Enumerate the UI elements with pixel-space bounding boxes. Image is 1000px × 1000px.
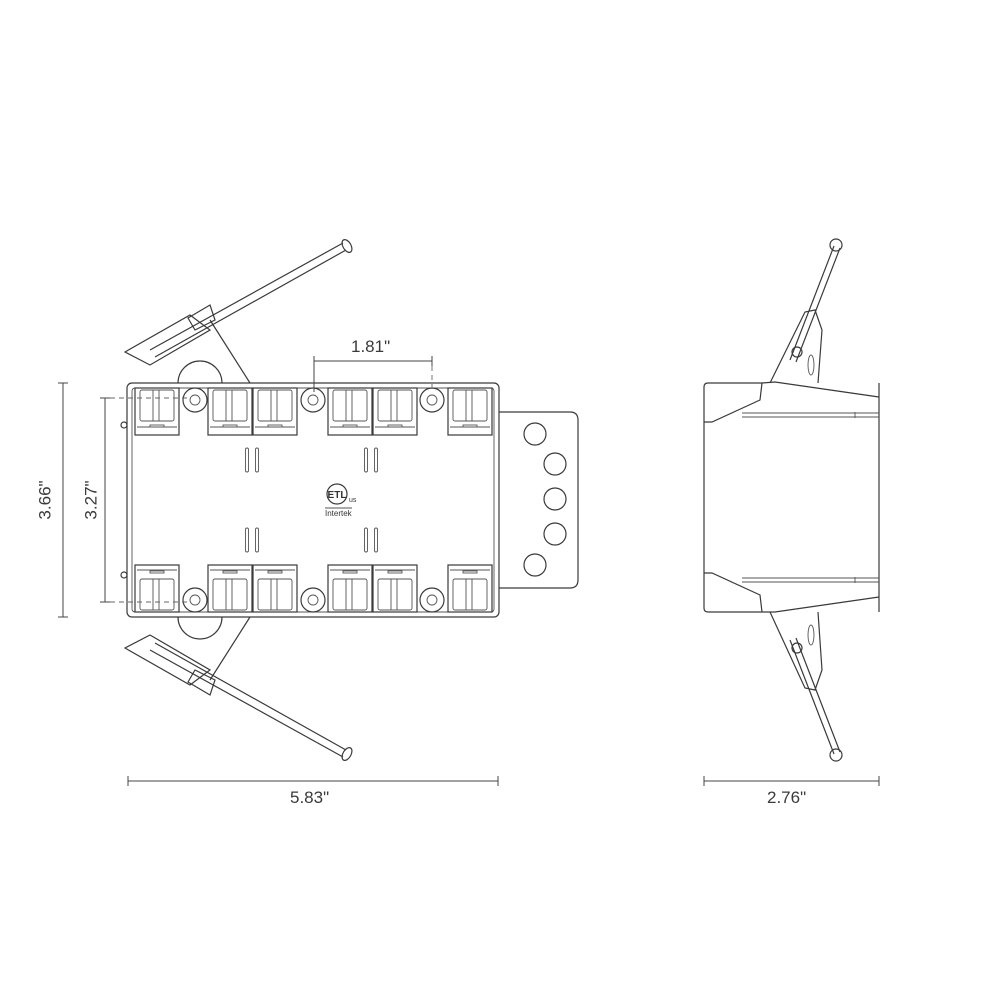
terminal-clip — [252, 564, 298, 613]
screw-hole — [419, 587, 445, 613]
terminal-clip — [134, 564, 180, 613]
side-view — [703, 238, 880, 762]
terminal-clip — [372, 564, 418, 613]
terminal-clip — [327, 564, 373, 613]
vent-slot — [374, 527, 378, 553]
vent-slot — [364, 447, 368, 473]
overall-height-label: 3.66" — [35, 480, 55, 520]
side-depth-label: 2.76" — [767, 788, 807, 807]
inner-height-label: 3.27" — [81, 480, 101, 520]
etl-region-label: us — [349, 497, 357, 504]
screw-holes — [182, 387, 445, 613]
screw-hole — [300, 587, 326, 613]
vent-slot — [245, 527, 249, 553]
terminal-clip — [134, 387, 180, 436]
top-mounting-bar — [123, 239, 353, 384]
terminal-clip — [207, 387, 253, 436]
svg-text:ETL: ETL — [328, 490, 347, 501]
hole-spacing-label: 1.81" — [351, 337, 391, 356]
vent-slot — [374, 447, 378, 473]
screw-hole — [182, 587, 208, 613]
vent-slot — [255, 447, 259, 473]
terminal-clip — [252, 387, 298, 436]
screw-hole — [419, 387, 445, 413]
overall-width-label: 5.83" — [290, 788, 330, 807]
etl-logo: ETL — [325, 483, 352, 509]
junction-box-body — [126, 382, 500, 618]
terminal-clip — [207, 564, 253, 613]
bottom-mounting-bar — [123, 616, 353, 761]
terminal-clip — [327, 387, 373, 436]
terminal-clips — [134, 387, 493, 613]
vent-slot — [245, 447, 249, 473]
screw-hole — [182, 387, 208, 413]
vent-slot — [364, 527, 368, 553]
dimension-lines — [58, 356, 880, 786]
terminal-clip — [372, 387, 418, 436]
vent-slot — [255, 527, 259, 553]
terminal-clip — [447, 564, 493, 613]
vent-slots — [245, 447, 378, 553]
knockout-tab — [499, 411, 579, 589]
terminal-clip — [447, 387, 493, 436]
front-view: ETL — [120, 239, 579, 761]
intertek-label: Intertek — [325, 509, 352, 518]
screw-hole — [300, 387, 326, 413]
